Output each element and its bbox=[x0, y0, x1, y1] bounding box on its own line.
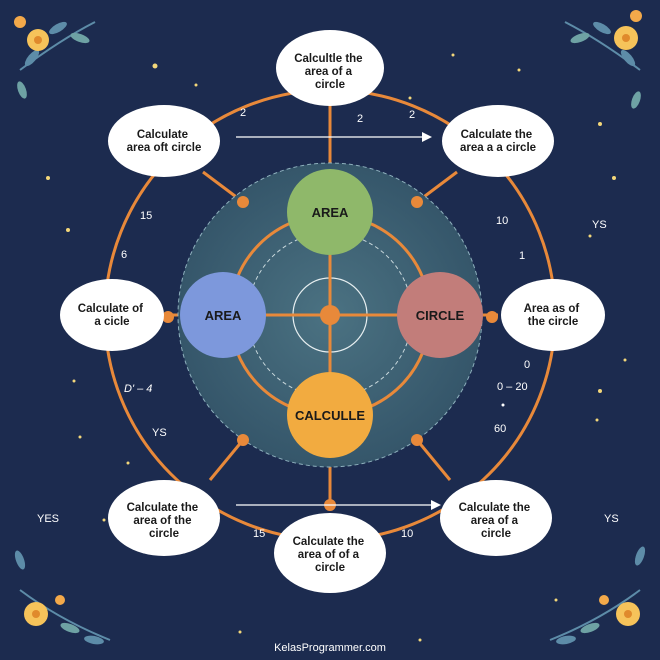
center-node-bottom[interactable]: CALCULLE bbox=[287, 372, 373, 458]
svg-text:Calculate area oft circl: Calculate area oft circle bbox=[127, 129, 202, 154]
label-top-a: 2 bbox=[240, 107, 246, 119]
outer-node-top-line-3: circle bbox=[315, 79, 345, 91]
outer-node-left-line-1: Calculate of bbox=[78, 303, 143, 315]
label-left-6: 6 bbox=[121, 249, 127, 261]
outer-node-bottom-line-3: circle bbox=[315, 562, 345, 574]
outer-node-top-right-line-1: Calculate the bbox=[461, 129, 533, 141]
outer-node-left[interactable]: Calculate of a cicle bbox=[60, 279, 164, 351]
label-left-d4: D' – 4 bbox=[124, 383, 152, 395]
label-top-b: 2 bbox=[357, 113, 363, 125]
center-node-bottom-label: CALCULLE bbox=[295, 408, 365, 423]
svg-text:Calculate the area of of: Calculate the area of of a circle bbox=[293, 536, 368, 574]
outer-node-top-left-line-2: area oft circle bbox=[127, 142, 202, 154]
svg-text:Calculate the area a a c: Calculate the area a a circle bbox=[460, 129, 536, 154]
label-left-ys: YS bbox=[152, 427, 167, 439]
corner-floral-bottom-right bbox=[549, 546, 646, 645]
outer-node-top-right-line-2: area a a circle bbox=[460, 142, 536, 154]
corner-floral-top-right bbox=[564, 10, 642, 109]
outer-node-bottom-right-line-3: circle bbox=[481, 528, 511, 540]
label-top-c: 2 bbox=[409, 109, 415, 121]
arrow-top bbox=[236, 132, 432, 142]
arrow-bottom bbox=[236, 500, 441, 510]
outer-node-bottom-left[interactable]: Calculate the area of the circle bbox=[108, 480, 220, 556]
outer-node-bottom-line-2: area of of a bbox=[298, 549, 360, 561]
label-far-left-yes: YES bbox=[37, 513, 59, 525]
outer-node-left-line-2: a cicle bbox=[94, 316, 129, 328]
label-far-right-ys: YS bbox=[604, 513, 619, 525]
svg-text:Area as of the circle: Area as of the circle bbox=[524, 303, 583, 328]
outer-node-top-left-line-1: Calculate bbox=[137, 129, 188, 141]
label-bottom-15: 15 bbox=[253, 528, 265, 540]
svg-text:Calculate the area of a: Calculate the area of a circle bbox=[459, 502, 534, 540]
center-node-top-label: AREA bbox=[312, 205, 349, 220]
center-node-right-label: CIRCLE bbox=[416, 308, 465, 323]
center-node-left[interactable]: AREA bbox=[180, 272, 266, 358]
label-right-10: 10 bbox=[496, 215, 508, 227]
outer-node-top-left[interactable]: Calculate area oft circle bbox=[108, 105, 220, 177]
corner-floral-top-left bbox=[14, 16, 96, 99]
outer-node-bottom-left-line-3: circle bbox=[149, 528, 179, 540]
label-right-0: 0 bbox=[524, 359, 530, 371]
outer-node-bottom-right-line-1: Calculate the bbox=[459, 502, 531, 514]
outer-node-bottom-right-line-2: area of a bbox=[471, 515, 519, 527]
center-node-right[interactable]: CIRCLE bbox=[397, 272, 483, 358]
outer-node-top-line-1: Calcultle the bbox=[294, 53, 362, 65]
outer-node-top-right[interactable]: Calculate the area a a circle bbox=[442, 105, 554, 177]
label-bottom-10: 10 bbox=[401, 528, 413, 540]
svg-text:Calculate the area of th: Calculate the area of the circle bbox=[127, 502, 202, 540]
center-node-left-label: AREA bbox=[205, 308, 242, 323]
outer-node-bottom-right[interactable]: Calculate the area of a circle bbox=[440, 480, 552, 556]
dot-marker bbox=[501, 403, 505, 407]
footer-watermark: KelasProgrammer.com bbox=[274, 642, 386, 654]
label-right-020: 0 – 20 bbox=[497, 381, 528, 393]
outer-node-right-line-1: Area as of bbox=[524, 303, 580, 315]
label-right-60: 60 bbox=[494, 423, 506, 435]
outer-node-top-line-2: area of a bbox=[305, 66, 353, 78]
center-node-top[interactable]: AREA bbox=[287, 169, 373, 255]
outer-node-top[interactable]: Calcultle the area of a circle bbox=[276, 30, 384, 106]
outer-node-bottom[interactable]: Calculate the area of of a circle bbox=[274, 513, 386, 593]
outer-node-right[interactable]: Area as of the circle bbox=[501, 279, 605, 351]
outer-node-right-line-2: the circle bbox=[528, 316, 579, 328]
label-left-15: 15 bbox=[140, 210, 152, 222]
star-field bbox=[46, 53, 627, 642]
label-right-ys: YS bbox=[592, 219, 607, 231]
outer-node-bottom-left-line-1: Calculate the bbox=[127, 502, 199, 514]
outer-node-bottom-left-line-2: area of the bbox=[133, 515, 191, 527]
outer-node-bottom-line-1: Calculate the bbox=[293, 536, 365, 548]
corner-floral-bottom-left bbox=[14, 550, 111, 645]
svg-text:Calculate of a cicle: Calculate of a cicle bbox=[78, 303, 146, 328]
label-right-1: 1 bbox=[519, 250, 525, 262]
svg-text:Calcultle the area of a: Calcultle the area of a circle bbox=[294, 53, 366, 91]
